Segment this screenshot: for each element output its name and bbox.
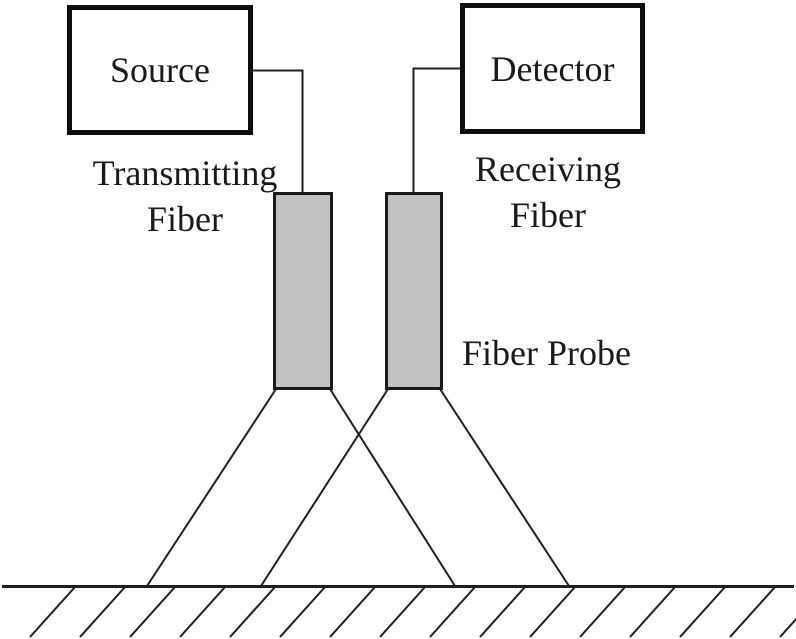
transmitting-fiber-label-line2: Fiber [147, 199, 223, 239]
receiving-fiber-probe [385, 192, 443, 390]
transmitting-fiber-label: Transmitting Fiber [75, 150, 295, 242]
receiving-fiber-label: Receiving Fiber [438, 146, 658, 238]
source-fiber-connector-line [253, 69, 304, 194]
transmitting-fiber-label-line1: Transmitting [92, 153, 278, 193]
source-label: Source [110, 50, 210, 90]
detector-label: Detector [490, 48, 615, 89]
receiving-fiber-label-line1: Receiving [475, 149, 621, 189]
transmit-cone-left-line [146, 388, 277, 587]
receiving-fiber-label-line2: Fiber [510, 195, 586, 235]
detector-fiber-connector-line [412, 67, 460, 194]
receive-cone-left-line [260, 388, 389, 587]
fiber-probe-label: Fiber Probe [462, 333, 631, 373]
surface-hatching [29, 586, 796, 638]
transmit-cone-right-line [329, 388, 456, 587]
detector-box: Detector [460, 3, 645, 134]
transmitting-fiber-probe [273, 192, 333, 390]
receive-cone-right-line [439, 388, 570, 587]
source-box: Source [67, 5, 253, 135]
